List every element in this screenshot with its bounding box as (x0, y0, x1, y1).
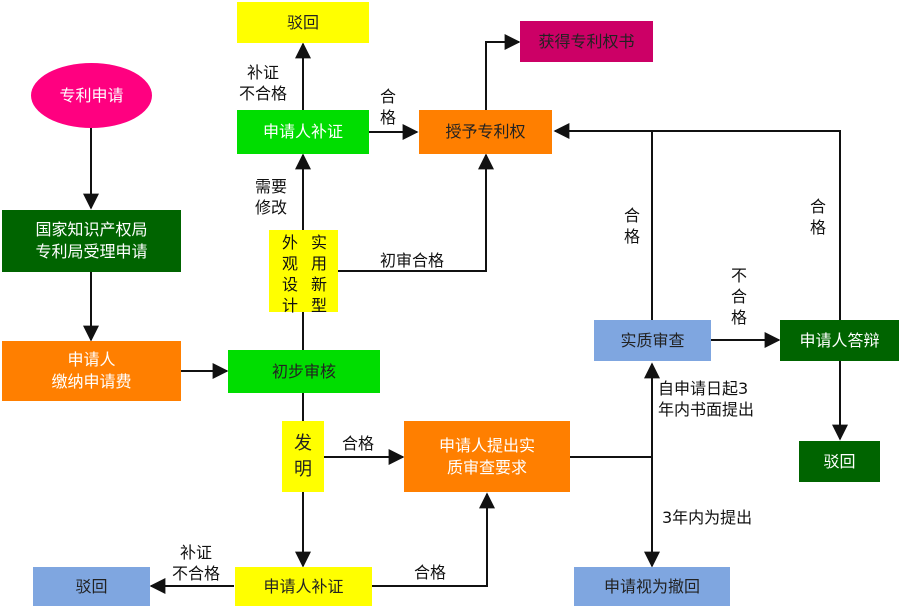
amend-top-node: 申请人补证 (237, 110, 369, 154)
pay-fee-node: 申请人 缴纳申请费 (2, 341, 181, 401)
reject-top-node: 驳回 (237, 2, 369, 43)
utility-branch-label: 实 用 新 型 (310, 233, 327, 315)
applicant-defense-node: 申请人答辩 (780, 320, 899, 361)
needs-change-label: 需要 修改 (254, 177, 287, 217)
within-3y-label: 3年内为提出 (662, 508, 753, 527)
amend-bottom-node: 申请人补证 (235, 567, 372, 606)
deemed-withdrawn-node: 申请视为撤回 (574, 567, 730, 606)
pass-top-label: 合 格 (379, 87, 396, 127)
prelim-pass-label: 初审合格 (379, 251, 444, 270)
amend-fail-top-label: 补证 不合格 (238, 63, 287, 103)
obtain-certificate-node: 获得专利权书 (520, 21, 653, 62)
design-utility-box (269, 230, 338, 312)
reject-right-node: 驳回 (799, 441, 880, 482)
substantive-exam-node: 实质审查 (594, 320, 711, 361)
not-pass-label: 不 合 格 (730, 266, 747, 327)
pass-grant-mid-label: 合 格 (623, 206, 640, 246)
request-substantive-node: 申请人提出实 质审查要求 (404, 421, 570, 492)
design-branch-label: 外 观 设 计 (281, 233, 298, 315)
amend-fail-bottom-label: 补证 不合格 (171, 543, 220, 583)
invention-pass-label: 合格 (341, 434, 374, 453)
grant-patent-node: 授予专利权 (419, 110, 552, 154)
office-accept-node: 国家知识产权局 专利局受理申请 (2, 210, 181, 272)
invention-branch-node: 发 明 (282, 421, 324, 492)
within-3y-text-label: 自申请日起3 年内书面提出 (658, 379, 755, 419)
pass-bottom-label: 合格 (413, 563, 446, 582)
patent-application-node: 专利申请 (31, 63, 152, 128)
preliminary-review-node: 初步审核 (228, 350, 380, 393)
pass-grant-right-label: 合 格 (809, 197, 826, 237)
reject-bottom-node: 驳回 (33, 567, 150, 606)
